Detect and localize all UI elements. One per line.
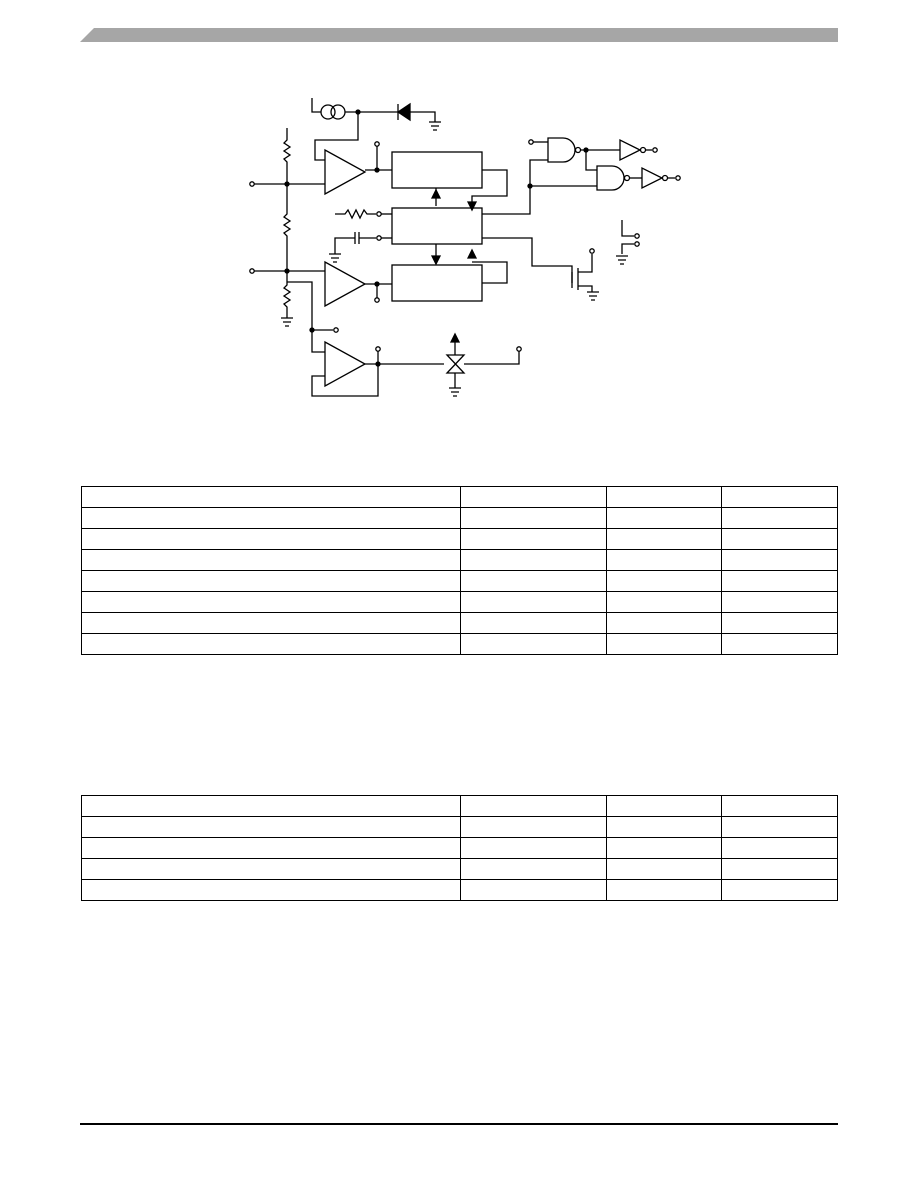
table-cell bbox=[606, 591, 723, 613]
table-cell bbox=[721, 879, 838, 901]
wire bbox=[314, 112, 359, 161]
table-cell bbox=[721, 528, 838, 550]
table-cell bbox=[606, 858, 723, 880]
table-row bbox=[80, 528, 838, 550]
table-cell bbox=[80, 816, 462, 838]
table-cell bbox=[606, 486, 723, 508]
mosfet bbox=[571, 254, 599, 301]
logic-block-center bbox=[391, 207, 483, 245]
inverter-2 bbox=[641, 166, 669, 190]
table-cell bbox=[460, 858, 608, 880]
nand-gate-1 bbox=[547, 137, 582, 163]
table-cell bbox=[80, 795, 462, 817]
table-row bbox=[80, 858, 838, 880]
table-row bbox=[80, 816, 838, 838]
table-row bbox=[80, 507, 838, 529]
table-cell bbox=[80, 507, 462, 529]
table-cell bbox=[80, 633, 462, 655]
table-cell bbox=[460, 816, 608, 838]
table-cell bbox=[80, 591, 462, 613]
header-bar bbox=[80, 28, 838, 42]
table-cell bbox=[721, 591, 838, 613]
inverter-1 bbox=[619, 138, 647, 162]
table-2 bbox=[80, 795, 838, 901]
table-cell bbox=[460, 633, 608, 655]
current-source bbox=[311, 98, 398, 120]
table-cell bbox=[606, 879, 723, 901]
table-cell bbox=[80, 549, 462, 571]
table-cell bbox=[606, 570, 723, 592]
zener-diode bbox=[396, 102, 441, 131]
table-cell bbox=[80, 879, 462, 901]
table-row bbox=[80, 837, 838, 859]
table-cell bbox=[721, 858, 838, 880]
table-row bbox=[80, 570, 838, 592]
table-cell bbox=[606, 549, 723, 571]
table-row bbox=[80, 612, 838, 634]
table-cell bbox=[460, 549, 608, 571]
table-cell bbox=[721, 795, 838, 817]
table-cell bbox=[80, 570, 462, 592]
timing-capacitor bbox=[329, 232, 376, 263]
open-drain-symbol bbox=[621, 220, 634, 237]
table-cell bbox=[721, 507, 838, 529]
table-cell bbox=[721, 612, 838, 634]
table-cell bbox=[460, 570, 608, 592]
table-row bbox=[80, 879, 838, 901]
table-1 bbox=[80, 486, 838, 655]
comparator-1 bbox=[324, 148, 367, 196]
table-cell bbox=[80, 858, 462, 880]
table-cell bbox=[80, 837, 462, 859]
timing-resistor bbox=[335, 208, 376, 220]
table-cell bbox=[460, 528, 608, 550]
table-cell bbox=[721, 570, 838, 592]
footer-rule bbox=[80, 1123, 838, 1125]
table-cell bbox=[606, 837, 723, 859]
table-cell bbox=[80, 612, 462, 634]
table-row bbox=[80, 795, 838, 817]
table-cell bbox=[606, 795, 723, 817]
table-cell bbox=[460, 795, 608, 817]
table-cell bbox=[606, 633, 723, 655]
table-cell bbox=[606, 528, 723, 550]
nand-gate-2 bbox=[596, 165, 631, 191]
table-cell bbox=[606, 507, 723, 529]
comparator-2 bbox=[324, 260, 367, 308]
logic-block-upper bbox=[391, 151, 483, 189]
logic-block-lower bbox=[391, 264, 483, 302]
table-cell bbox=[606, 612, 723, 634]
table-cell bbox=[721, 837, 838, 859]
resistor-divider bbox=[281, 128, 293, 327]
table-row bbox=[80, 591, 838, 613]
table-cell bbox=[80, 528, 462, 550]
table-cell bbox=[460, 486, 608, 508]
table-cell bbox=[721, 486, 838, 508]
table-row bbox=[80, 633, 838, 655]
transmission-gate bbox=[445, 332, 466, 397]
table-cell bbox=[460, 879, 608, 901]
table-cell bbox=[721, 633, 838, 655]
block-diagram bbox=[249, 98, 681, 397]
table-cell bbox=[460, 591, 608, 613]
table-cell bbox=[460, 612, 608, 634]
table-row bbox=[80, 486, 838, 508]
table-cell bbox=[80, 486, 462, 508]
table-cell bbox=[460, 507, 608, 529]
table-cell bbox=[460, 837, 608, 859]
buffer-amplifier bbox=[324, 340, 367, 388]
table-row bbox=[80, 549, 838, 571]
table-cell bbox=[606, 816, 723, 838]
table-cell bbox=[721, 816, 838, 838]
ground-symbol-legend bbox=[621, 243, 634, 254]
table-cell bbox=[721, 549, 838, 571]
